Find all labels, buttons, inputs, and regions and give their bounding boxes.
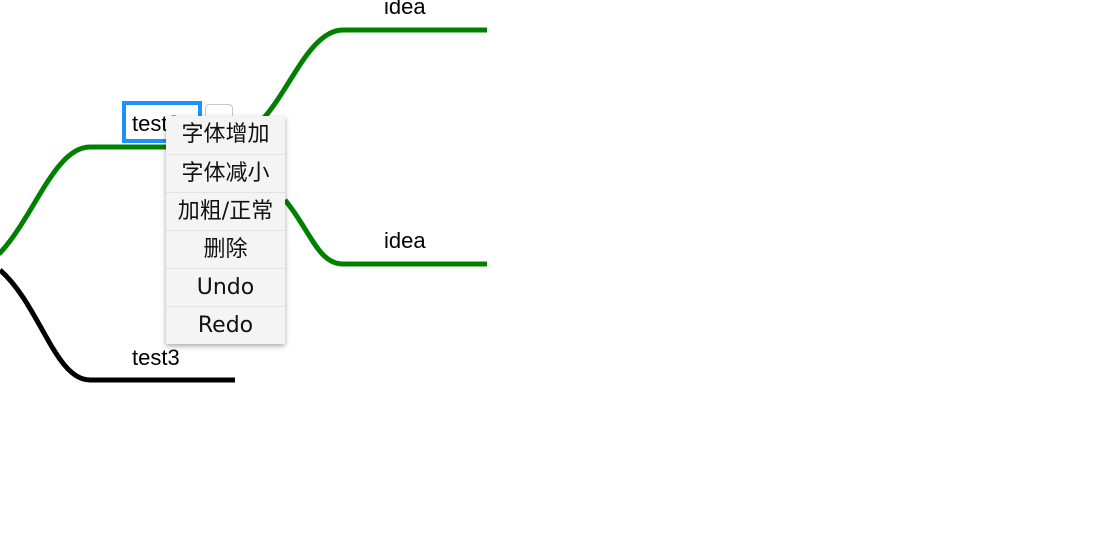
menu-item-bold-toggle[interactable]: 加粗/正常 (166, 192, 285, 230)
menu-item-redo[interactable]: Redo (166, 306, 285, 344)
node-idea-top[interactable]: idea (384, 0, 426, 19)
branch-edge-test2-idea-top (260, 27, 487, 122)
menu-item-font-decrease[interactable]: 字体减小 (166, 154, 285, 192)
branch-edge-root-test2 (0, 144, 168, 256)
menu-item-undo[interactable]: Undo (166, 268, 285, 306)
menu-item-delete[interactable]: 删除 (166, 230, 285, 268)
menu-item-font-increase[interactable]: 字体增加 (181, 122, 270, 147)
node-test3[interactable]: test3 (132, 345, 180, 370)
context-menu: 字体增加 字体减小 加粗/正常 删除 Undo Redo (166, 116, 285, 344)
node-idea-bottom[interactable]: idea (384, 228, 426, 253)
branch-edge-test2-idea-bottom (283, 198, 487, 267)
branch-edge-root-test3 (0, 268, 235, 383)
